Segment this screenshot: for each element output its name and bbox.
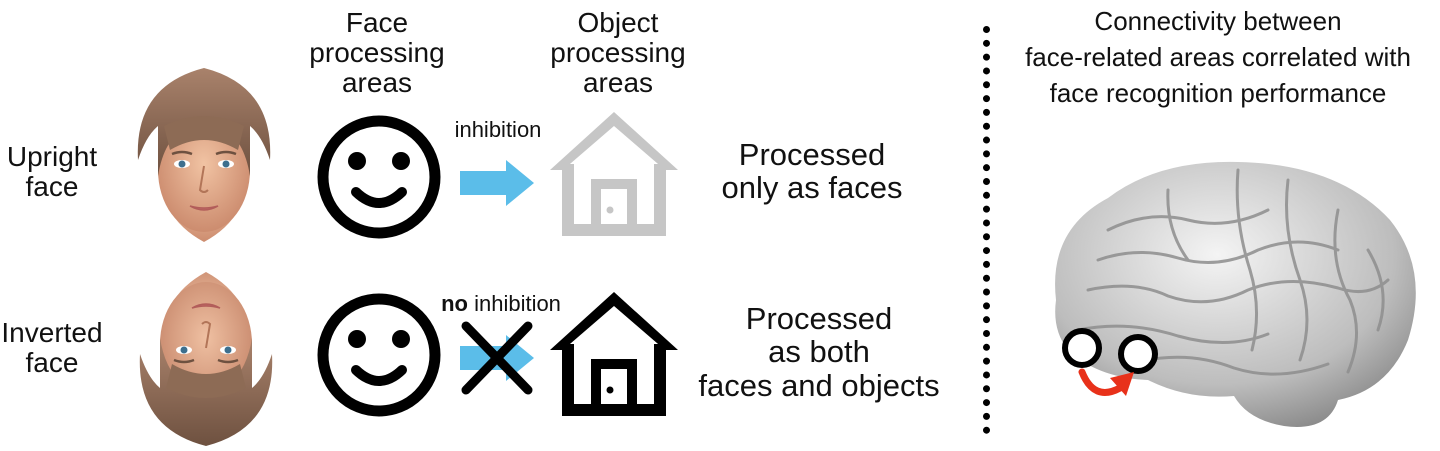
object-processing-areas-header: Object processing areas bbox=[550, 7, 686, 99]
upright-face-label: Upright face bbox=[6, 141, 98, 203]
inverted-result-text: Processed as both faces and objects bbox=[698, 301, 940, 403]
brain-illustration bbox=[1055, 161, 1416, 427]
no-inhibition-label-text: inhibition bbox=[467, 291, 561, 316]
house-icon-gray bbox=[550, 112, 678, 236]
inverted-face-label: Inverted face bbox=[1, 317, 103, 379]
face-processing-areas-header: Face processing areas bbox=[309, 7, 445, 99]
inhibition-arrow-icon bbox=[460, 160, 534, 206]
smiley-face-icon bbox=[317, 115, 441, 239]
inhibition-label-text: inhibition bbox=[454, 117, 542, 142]
smiley-face-icon bbox=[317, 293, 441, 417]
dotted-divider bbox=[983, 26, 990, 434]
house-icon-black bbox=[550, 292, 678, 416]
blocked-arrow-icon bbox=[460, 321, 534, 395]
upright-face-image bbox=[137, 68, 271, 242]
no-inhibition-bold-text: no bbox=[441, 291, 468, 316]
upright-result-text: Processed only as faces bbox=[721, 137, 903, 206]
inhibition-label: inhibition bbox=[440, 118, 556, 142]
no-inhibition-label: no inhibition bbox=[426, 292, 576, 316]
face-area-marker bbox=[1118, 334, 1158, 374]
face-area-marker bbox=[1062, 328, 1102, 368]
inverted-face-image bbox=[139, 272, 273, 446]
connectivity-title: Connectivity between face-related areas … bbox=[1025, 6, 1411, 108]
